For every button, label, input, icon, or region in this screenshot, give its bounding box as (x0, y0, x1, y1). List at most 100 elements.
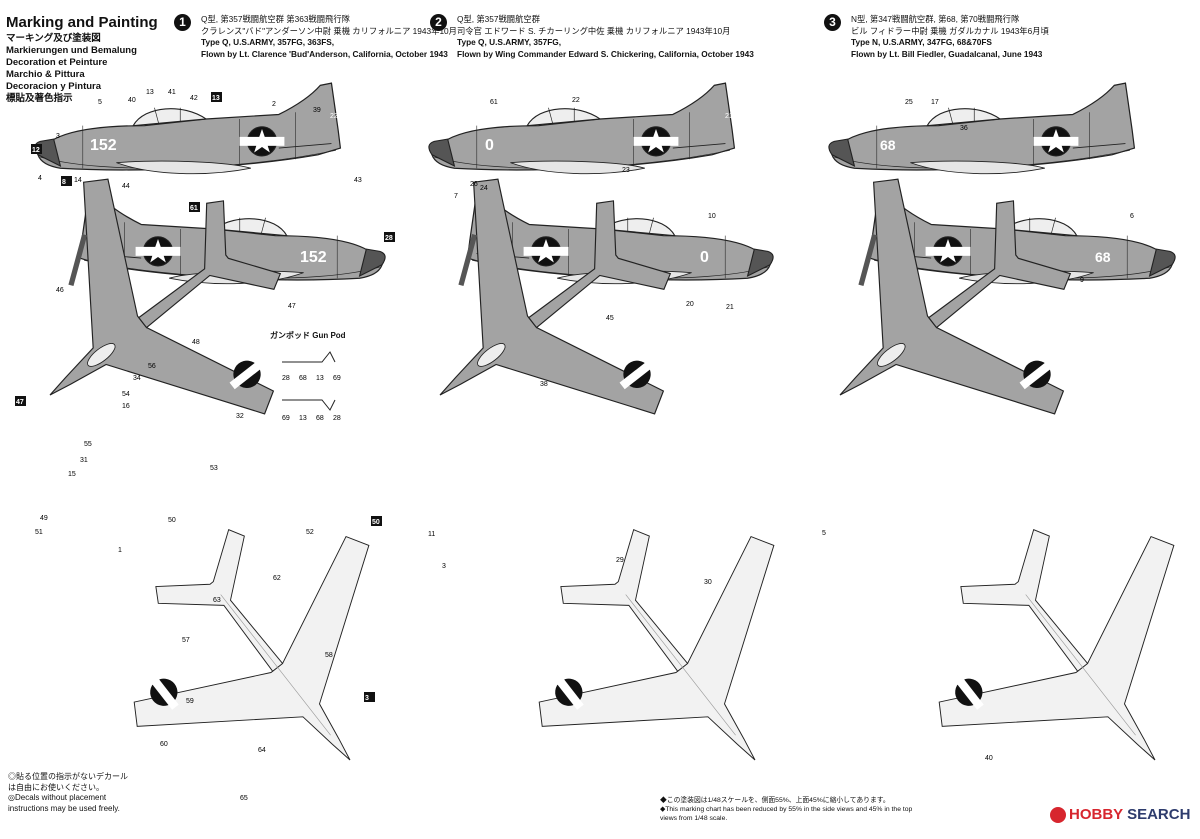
scheme-jp-line: ビル フィドラー中尉 乗機 ガダルカナル 1943年6月頃 (851, 25, 1049, 36)
scheme-en-line: Flown by Lt. Clarence 'Bud'Anderson, Cal… (201, 48, 448, 59)
decal-callout: 40 (128, 97, 136, 104)
decal-callout: 62 (273, 575, 281, 582)
top-view-1 (0, 121, 342, 510)
decal-callout: 17 (931, 99, 939, 106)
lang-title: 標貼及著色指示 (6, 93, 73, 104)
gun-pod-callout: 13 (299, 415, 307, 422)
logo-icon (1050, 807, 1066, 824)
gun-pod-callout: 69 (282, 415, 290, 422)
decal-callout: 47 (288, 303, 296, 310)
decal-callout-boxed: 3 (365, 695, 369, 702)
side-code: 152 (90, 137, 117, 154)
decal-callout: 6 (1130, 213, 1134, 220)
decal-callout-boxed: 50 (372, 519, 380, 526)
scheme-en-line: Flown by Wing Commander Edward S. Chicke… (457, 48, 754, 59)
gun-pod-callout: 68 (299, 375, 307, 382)
decal-callout: 57 (182, 637, 190, 644)
hobby-search-logo: HOBBY SEARCH (1050, 806, 1190, 824)
decal-callout: 34 (133, 375, 141, 382)
decal-callout: 60 (160, 741, 168, 748)
decal-callout: 44 (122, 183, 130, 190)
decal-callout: 61 (490, 99, 498, 106)
decal-callout-boxed: 13 (212, 95, 220, 102)
decal-callout-boxed: 28 (385, 235, 393, 242)
decal-callout: 31 (80, 457, 88, 464)
side-code: 0 (700, 249, 709, 266)
scheme-number-badge: 2 (430, 14, 447, 31)
scheme-number-badge: 1 (174, 14, 191, 31)
decal-callout: 53 (210, 465, 218, 472)
decal-callout: 36 (960, 125, 968, 132)
scheme-en-line: Type Q, U.S.ARMY, 357FG, (457, 37, 562, 48)
decal-callout-box (371, 516, 382, 526)
decal-callout: 7 (454, 193, 458, 200)
scheme-jp-line: Q型, 第357戦闘航空群 第363戦闘飛行隊 (201, 14, 350, 24)
gun-pod-callout: 68 (316, 415, 324, 422)
scheme-jp-line: N型, 第347戦闘航空群, 第68, 第70戦闘飛行隊 (851, 14, 1020, 24)
decal-callout: 54 (122, 391, 130, 398)
decal-callout: 63 (213, 597, 221, 604)
decal-callout: 55 (84, 441, 92, 448)
gun-pod-label: ガンポッド Gun Pod (270, 331, 346, 340)
decal-callout: 1 (118, 547, 122, 554)
decal-callout: 5 (98, 99, 102, 106)
decal-callout: 26 (470, 181, 478, 188)
scheme-jp-line: Q型, 第357戦闘航空群 (457, 14, 540, 24)
decal-callout-boxed: 12 (32, 147, 40, 154)
decal-callout: 29 (616, 557, 624, 564)
decal-callout: 40 (985, 755, 993, 762)
note-en: ◎Decals without placement instructions m… (8, 793, 120, 813)
decal-callout: 15 (68, 471, 76, 478)
footnote-en: ◆This marking chart has been reduced by … (660, 806, 913, 822)
decal-callout: 20 (686, 301, 694, 308)
decal-callout: 21 (726, 304, 734, 311)
decal-callout: 3 (56, 133, 60, 140)
decal-callout: 48 (192, 339, 200, 346)
decal-callout-box (61, 176, 72, 186)
gun-pod-callout: 28 (333, 415, 341, 422)
decal-callout: 16 (122, 403, 130, 410)
decal-callout: 58 (325, 652, 333, 659)
gun-pod-callout: 28 (282, 375, 290, 382)
decal-callout: 51 (35, 529, 43, 536)
decal-callout: 65 (240, 795, 248, 802)
decal-callout-box (384, 232, 395, 242)
decal-callout: 41 (168, 89, 176, 96)
decal-callout-box (364, 692, 375, 702)
decal-callout: 59 (186, 698, 194, 705)
side-code: 0 (485, 137, 494, 154)
decal-callout-box (31, 144, 42, 154)
decal-callout: 64 (258, 747, 266, 754)
language-titles: マーキング及び塗装図 Markierungen und Bemalung Dec… (6, 33, 137, 105)
decal-callout: 9 (1080, 277, 1084, 284)
decal-callout: 39 (313, 107, 321, 114)
decal-callout: 56 (148, 363, 156, 370)
bottom-view-1 (75, 467, 467, 839)
lang-title: マーキング及び塗装図 (6, 33, 101, 44)
tail-code: 220 476 (45, 227, 70, 234)
decal-callout: 13 (146, 89, 154, 96)
decal-callout-box (15, 396, 26, 406)
decal-callout: 30 (704, 579, 712, 586)
decal-callout-box (211, 92, 222, 102)
decal-callout-boxed: 61 (190, 205, 198, 212)
tail-code: 219447 (440, 227, 463, 234)
scheme-jp-line: クラレンス"バド"アンダーソン中尉 乗機 カリフォルニア 1943年10月 (201, 25, 457, 36)
scale-footnote: ◆この塗装図は1/48スケールを、側面55%、上面45%に縮小してあります。 ◆… (660, 796, 930, 823)
decal-callout-box (189, 202, 200, 212)
bottom-view-3 (880, 467, 1200, 839)
decal-callout: 10 (708, 213, 716, 220)
decal-callout: 52 (306, 529, 314, 536)
side-view-right-3 (828, 82, 1136, 175)
lang-title: Markierungen und Bemalung (6, 45, 137, 56)
decal-callout: 49 (40, 515, 48, 522)
decal-callout: 14 (74, 177, 82, 184)
footnote-jp: ◆この塗装図は1/48スケールを、側面55%、上面45%に縮小してあります。 (660, 797, 890, 804)
decal-callout-boxed: 47 (16, 399, 24, 406)
decal-callout: 32 (236, 413, 244, 420)
decal-callout: 42 (190, 95, 198, 102)
scheme-en-line: Type N, U.S.ARMY, 347FG, 68&70FS (851, 37, 992, 48)
scheme-en-line: Type Q, U.S.ARMY, 357FG, 363FS, (201, 37, 335, 48)
